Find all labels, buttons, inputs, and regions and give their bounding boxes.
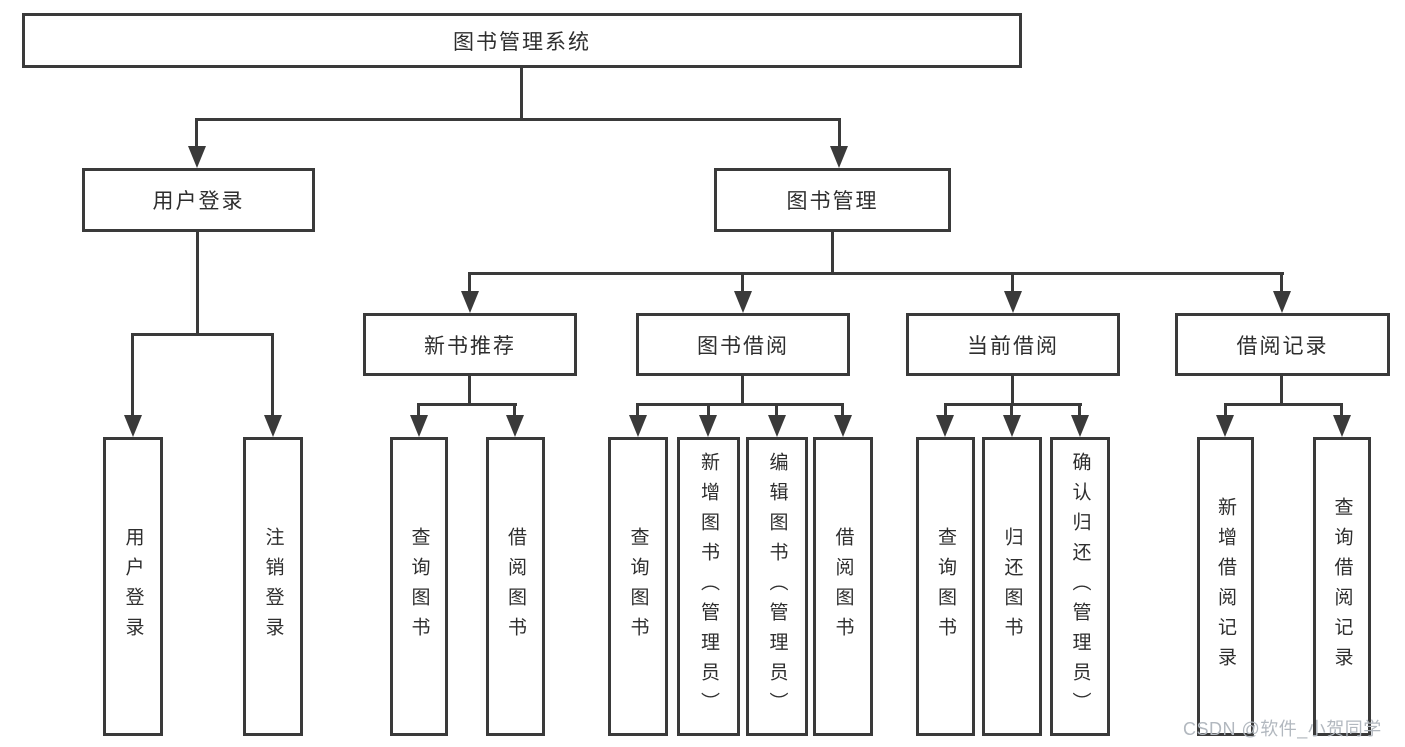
leaf-borrow-books: 借阅图书 (813, 437, 873, 736)
connector-book-management-stem (831, 232, 834, 275)
arrow-down-icon (699, 415, 717, 437)
connector-new-book-recommend-stem (468, 376, 471, 406)
connector-arrow-shaft (131, 333, 134, 417)
arrow-down-icon (1004, 291, 1022, 313)
arrow-down-icon (1216, 415, 1234, 437)
leaf-query-books-current: 查询图书 (916, 437, 975, 736)
arrow-down-icon (734, 291, 752, 313)
leaf-add-borrow-record: 新增借阅记录 (1197, 437, 1254, 736)
connector-arrow-shaft (944, 403, 947, 419)
connector-borrow-records-stem (1280, 376, 1283, 406)
connector-arrow-shaft (1340, 403, 1343, 419)
arrow-down-icon (629, 415, 647, 437)
leaf-logout: 注销登录 (243, 437, 303, 736)
connector-arrow-shaft (513, 403, 516, 419)
leaf-label: 查询图书 (627, 526, 649, 647)
leaf-label: 查询借阅记录 (1331, 496, 1353, 677)
leaf-confirm-return-admin: 确认归还（管理员） (1050, 437, 1110, 736)
connector-arrow-shaft (707, 403, 710, 419)
leaf-query-borrow-record: 查询借阅记录 (1313, 437, 1371, 736)
connector-arrow-shaft (838, 118, 841, 152)
arrow-down-icon (410, 415, 428, 437)
node-book-management: 图书管理 (714, 168, 951, 232)
leaf-label: 查询图书 (935, 526, 956, 647)
connector-arrow-shaft (1280, 272, 1283, 294)
leaf-borrow-books-recommend: 借阅图书 (486, 437, 545, 736)
connector-user-login-branch (131, 333, 274, 336)
arrow-down-icon (1333, 415, 1351, 437)
arrow-down-icon (1003, 415, 1021, 437)
connector-arrow-shaft (775, 403, 778, 419)
connector-sub-branch (1224, 403, 1343, 406)
leaf-label: 用户登录 (122, 526, 144, 647)
arrow-down-icon (834, 415, 852, 437)
connector-book-borrow-stem (741, 376, 744, 406)
arrow-down-icon (1273, 291, 1291, 313)
connector-arrow-shaft (195, 118, 198, 152)
leaf-edit-book-admin: 编辑图书（管理员） (746, 437, 808, 736)
connector-arrow-shaft (1011, 272, 1014, 294)
connector-arrow-shaft (1010, 403, 1013, 419)
connector-arrow-shaft (841, 403, 844, 419)
leaf-label: 确认归还（管理员） (1069, 451, 1091, 722)
arrow-down-icon (188, 146, 206, 168)
connector-arrow-shaft (417, 403, 420, 419)
arrow-down-icon (124, 415, 142, 437)
connector-arrow-shaft (1224, 403, 1227, 419)
connector-sub-branch (944, 403, 1082, 406)
leaf-label: 新增图书（管理员） (698, 451, 719, 722)
connector-arrow-shaft (468, 272, 471, 294)
node-root: 图书管理系统 (22, 13, 1022, 68)
connector-sub-branch (417, 403, 517, 406)
leaf-label: 新增借阅记录 (1215, 496, 1236, 677)
connector-current-borrow-stem (1011, 376, 1014, 406)
leaf-label: 注销登录 (262, 526, 284, 647)
csdn-watermark: CSDN @软件_小贺同学 (1183, 719, 1382, 739)
connector-sub-branch (636, 403, 844, 406)
leaf-query-books-recommend: 查询图书 (390, 437, 448, 736)
leaf-label: 归还图书 (1001, 526, 1023, 647)
leaf-query-books-borrow: 查询图书 (608, 437, 668, 736)
arrow-down-icon (1071, 415, 1089, 437)
arrow-down-icon (936, 415, 954, 437)
arrow-down-icon (264, 415, 282, 437)
connector-level3-branch (468, 272, 1284, 275)
leaf-label: 编辑图书（管理员） (766, 451, 788, 722)
leaf-return-books: 归还图书 (982, 437, 1042, 736)
leaf-user-login: 用户登录 (103, 437, 163, 736)
node-borrow-records: 借阅记录 (1175, 313, 1390, 376)
connector-root-stem (520, 68, 523, 121)
connector-user-login-stem (196, 232, 199, 336)
connector-arrow-shaft (271, 333, 274, 417)
node-new-book-recommend: 新书推荐 (363, 313, 577, 376)
node-book-borrow: 图书借阅 (636, 313, 850, 376)
leaf-label: 查询图书 (408, 526, 430, 647)
connector-arrow-shaft (741, 272, 744, 294)
node-current-borrow: 当前借阅 (906, 313, 1120, 376)
arrow-down-icon (830, 146, 848, 168)
leaf-label: 借阅图书 (832, 526, 854, 647)
arrow-down-icon (768, 415, 786, 437)
arrow-down-icon (506, 415, 524, 437)
leaf-add-book-admin: 新增图书（管理员） (677, 437, 740, 736)
leaf-label: 借阅图书 (505, 526, 526, 647)
arrow-down-icon (461, 291, 479, 313)
connector-arrow-shaft (1078, 403, 1081, 419)
connector-arrow-shaft (636, 403, 639, 419)
node-user-login: 用户登录 (82, 168, 315, 232)
connector-level2-branch (195, 118, 841, 121)
